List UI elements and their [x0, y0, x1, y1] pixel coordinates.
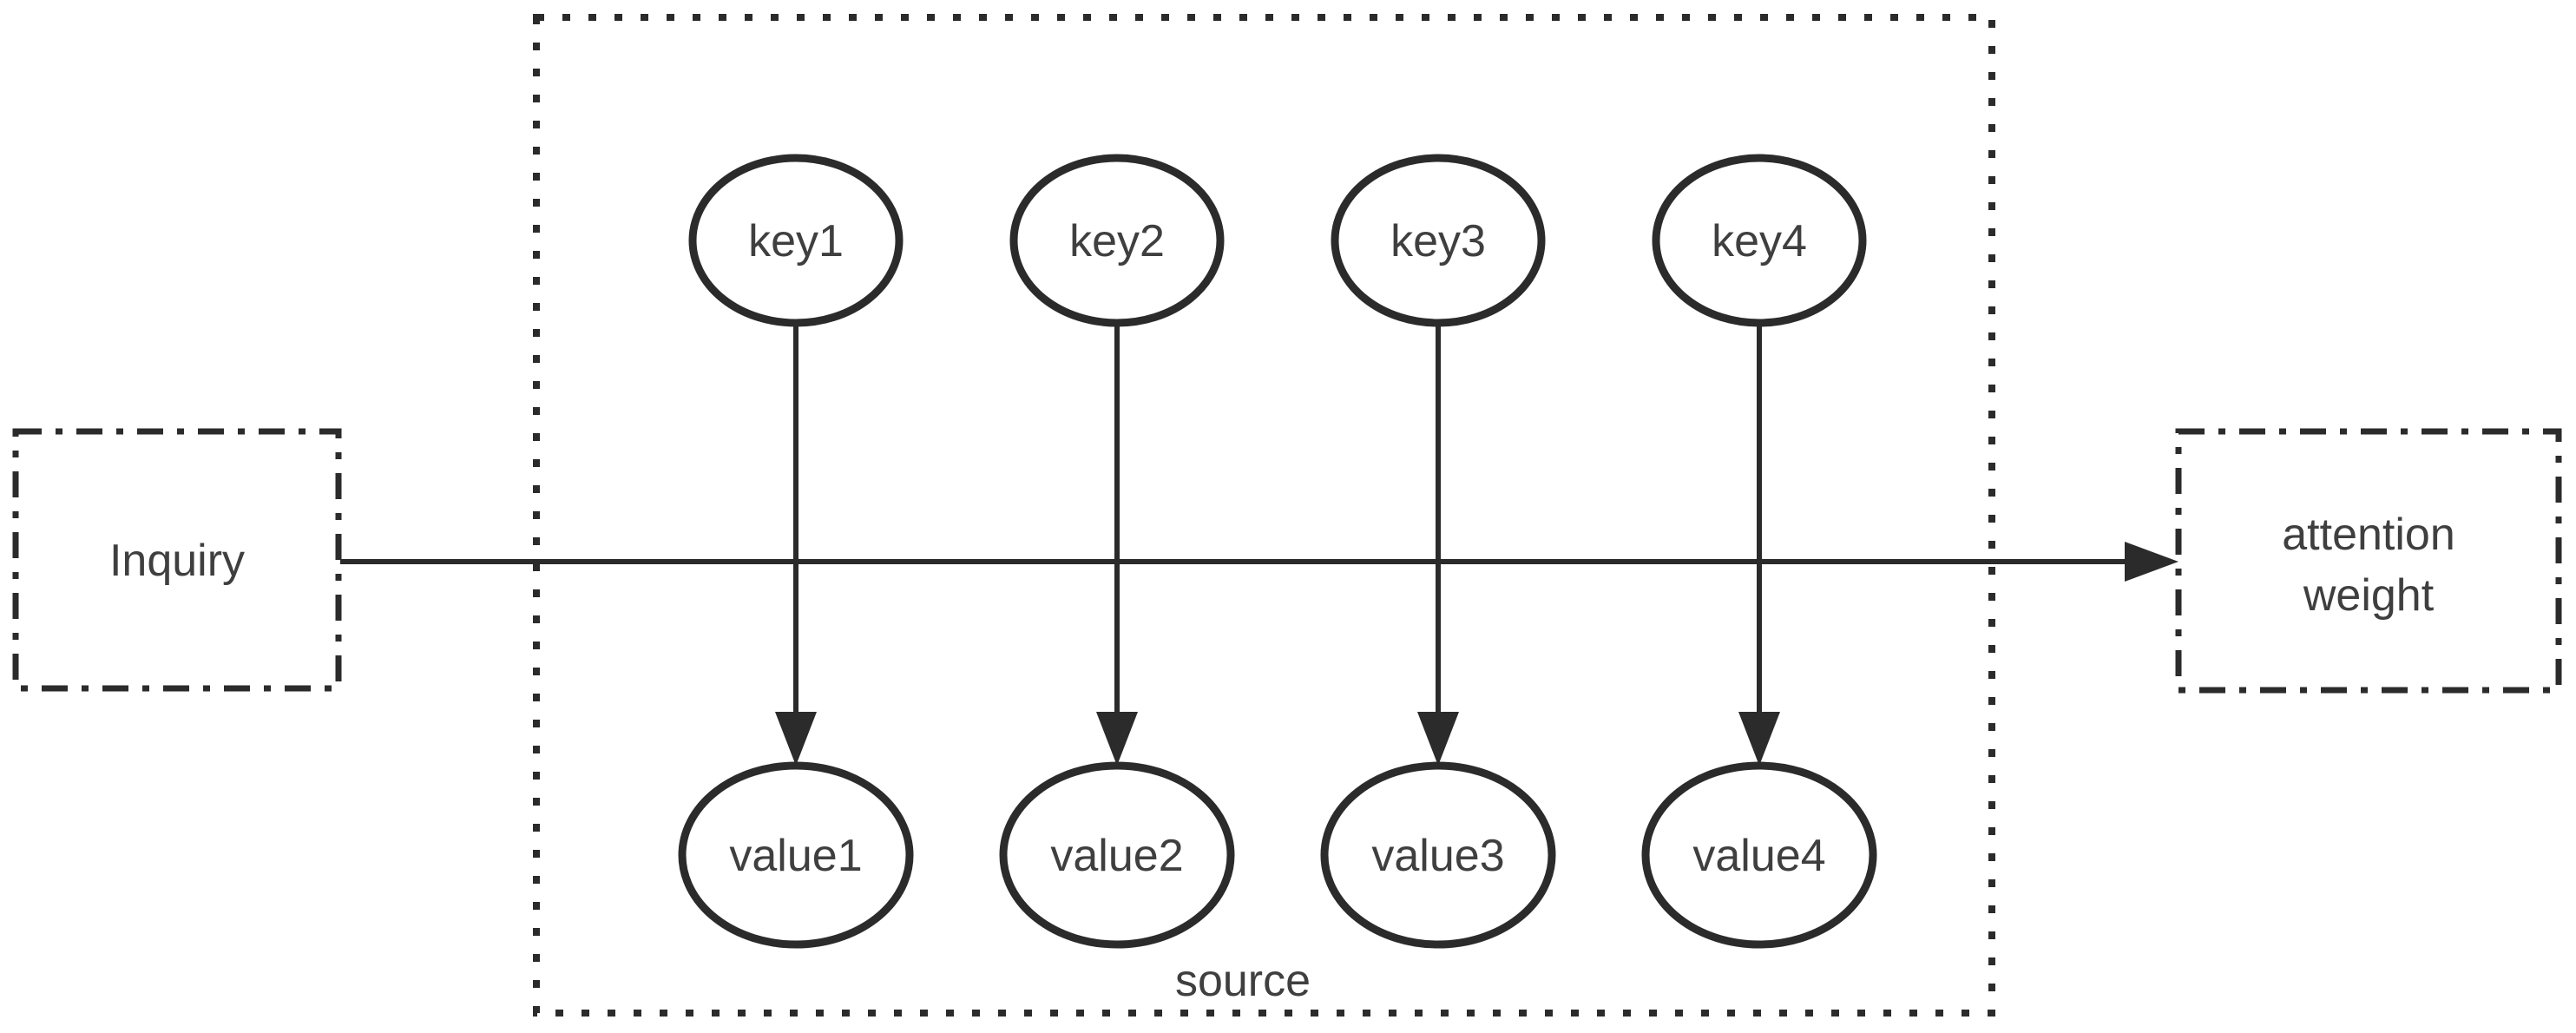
source-box: [533, 14, 1995, 1017]
key3-to-value3-arrowhead: [1417, 712, 1459, 766]
attention-weight-label-line1: attention: [2282, 510, 2455, 560]
key1-ellipse: [688, 154, 904, 327]
key1-to-value1-arrowhead: [775, 712, 817, 766]
value1-node: value1: [678, 761, 914, 949]
key4-node: key4: [1652, 154, 1867, 327]
inquiry-label: Inquiry: [109, 536, 245, 586]
key3-node: key3: [1331, 154, 1546, 327]
value3-label: value3: [1371, 831, 1504, 881]
value4-label: value4: [1692, 831, 1825, 881]
source-label: source: [1175, 956, 1311, 1006]
key1-node: key1: [688, 154, 904, 327]
inquiry-to-attention-arrowhead: [2125, 542, 2178, 582]
value4-ellipse: [1641, 761, 1877, 949]
value4-node: value4: [1641, 761, 1877, 949]
attention-weight-box: [2175, 428, 2562, 694]
value3-node: value3: [1320, 761, 1556, 949]
key1-label: key1: [748, 216, 844, 266]
key3-label: key3: [1390, 216, 1486, 266]
value2-ellipse: [999, 761, 1235, 949]
key4-label: key4: [1712, 216, 1807, 266]
key2-label: key2: [1069, 216, 1165, 266]
key2-to-value2-arrowhead: [1096, 712, 1138, 766]
value1-ellipse: [678, 761, 914, 949]
key4-to-value4-arrowhead: [1738, 712, 1780, 766]
attention-weight-label-line2: weight: [2303, 570, 2435, 621]
key2-ellipse: [1009, 154, 1225, 327]
value1-label: value1: [729, 831, 862, 881]
value3-ellipse: [1320, 761, 1556, 949]
key2-node: key2: [1009, 154, 1225, 327]
value2-label: value2: [1050, 831, 1183, 881]
inquiry-box: [12, 428, 342, 692]
key4-ellipse: [1652, 154, 1867, 327]
value2-node: value2: [999, 761, 1235, 949]
key3-ellipse: [1331, 154, 1546, 327]
